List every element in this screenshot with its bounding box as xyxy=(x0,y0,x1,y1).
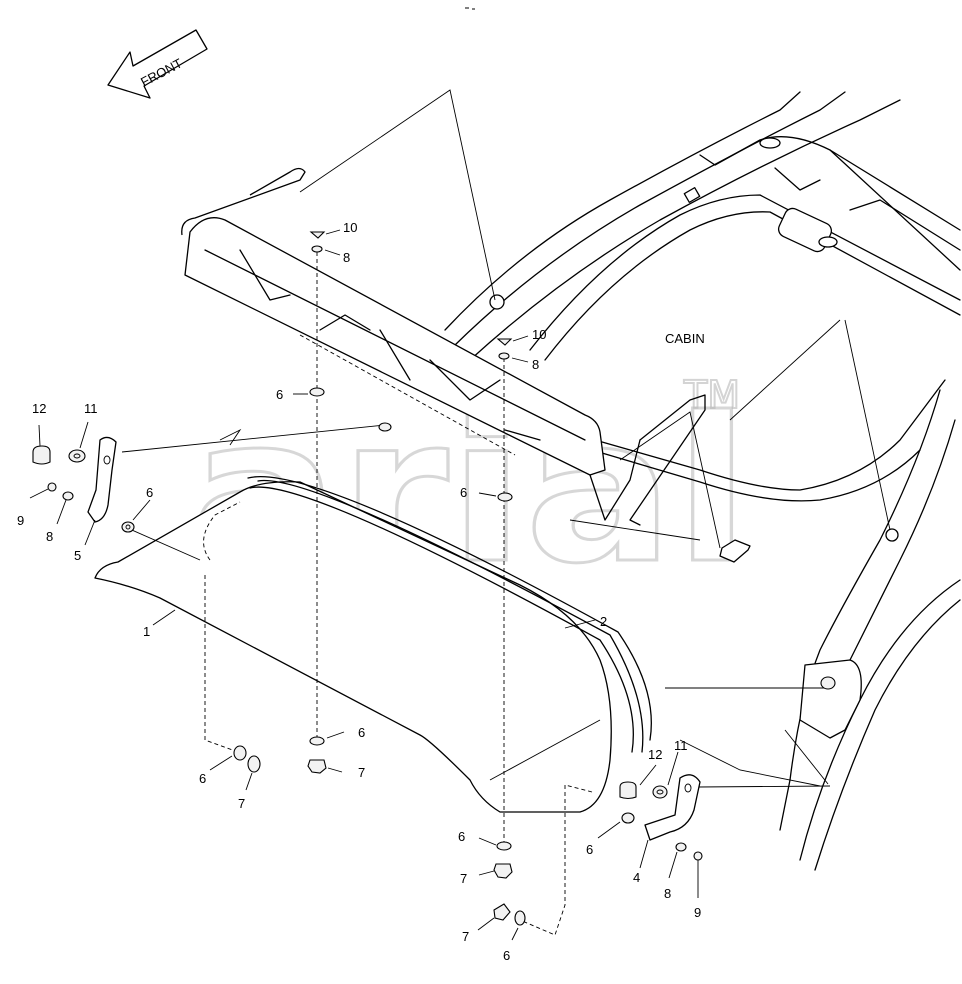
callout-9-a: 9 xyxy=(17,513,24,528)
callout-7-b: 7 xyxy=(238,796,245,811)
callout-6-a: 6 xyxy=(276,387,283,402)
callout-4: 4 xyxy=(633,870,640,885)
callout-8-d: 8 xyxy=(664,886,671,901)
callout-11-a: 11 xyxy=(84,401,98,416)
front-label: FRONT xyxy=(138,55,185,89)
hardware-lower-left xyxy=(233,745,261,773)
cover-panel-1 xyxy=(94,475,652,813)
callout-10-a: 10 xyxy=(343,220,357,235)
callout-12-a: 12 xyxy=(32,401,46,416)
callout-6-d: 6 xyxy=(199,771,206,786)
cabin-label: CABIN xyxy=(665,331,705,346)
callout-leaders xyxy=(29,229,699,941)
callout-6-g: 6 xyxy=(146,485,153,500)
callout-8-a: 8 xyxy=(343,250,350,265)
hardware-center xyxy=(307,231,526,926)
callout-6-h: 6 xyxy=(586,842,593,857)
callout-7-c: 7 xyxy=(460,871,467,886)
callout-8-c: 8 xyxy=(46,529,53,544)
callout-6-b: 6 xyxy=(460,485,467,500)
callout-7-a: 7 xyxy=(358,765,365,780)
leader-lines xyxy=(121,89,891,936)
callout-7-d: 7 xyxy=(462,929,469,944)
svg-text:TM: TM xyxy=(683,373,740,417)
callout-10-b: 10 xyxy=(532,327,546,342)
callout-12-b: 12 xyxy=(648,747,662,762)
hardware-left xyxy=(32,422,392,533)
callout-8-b: 8 xyxy=(532,357,539,372)
callout-6-f: 6 xyxy=(503,948,510,963)
cabin-frame: CABIN xyxy=(444,91,961,871)
callout-6-e: 6 xyxy=(458,829,465,844)
cross-member xyxy=(181,167,706,526)
front-arrow-icon: FRONT xyxy=(107,29,208,99)
callout-1: 1 xyxy=(143,624,150,639)
callout-labels: 10 8 10 8 6 6 6 7 6 7 6 7 7 6 12 11 9 8 … xyxy=(17,220,701,963)
callout-11-b: 11 xyxy=(674,738,688,753)
callout-2: 2 xyxy=(600,614,607,629)
callout-6-c: 6 xyxy=(358,725,365,740)
callout-9-b: 9 xyxy=(694,905,701,920)
hardware-right xyxy=(619,676,836,861)
callout-5: 5 xyxy=(74,548,81,563)
